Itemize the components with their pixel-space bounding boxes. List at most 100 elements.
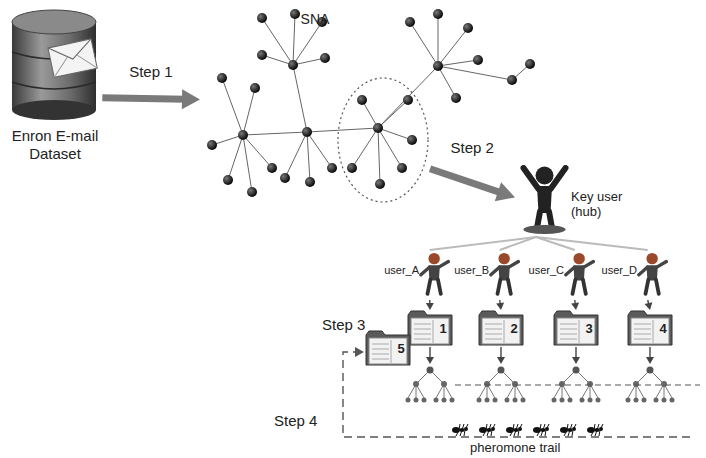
network-node (250, 83, 260, 93)
tree-leaf (662, 398, 667, 403)
tree-leaf (477, 398, 482, 403)
network-link (243, 88, 255, 135)
tree-node (661, 381, 667, 387)
key-user-node: Key user (hub) (515, 165, 615, 237)
ant-leg (572, 430, 573, 436)
network-node (257, 50, 267, 60)
step-label: Step 3 (322, 316, 365, 333)
tree-node (484, 381, 490, 387)
arrowhead (645, 302, 653, 310)
network-node (375, 179, 385, 189)
arrowhead (426, 357, 434, 364)
tree-leaf (521, 398, 526, 403)
network-link (378, 128, 412, 140)
ant-leg (462, 424, 464, 430)
folder-node: 3 (553, 310, 599, 346)
network-node (267, 163, 277, 173)
network-link (243, 132, 307, 135)
tree-leaf (493, 398, 498, 403)
network-node (397, 163, 407, 173)
ant-leg (489, 424, 491, 430)
node-label: user_C (520, 264, 564, 276)
user-node: user_A (375, 250, 450, 300)
tree-link-dashed (455, 384, 700, 385)
node-label: user_B (445, 264, 489, 276)
network-node-group: SNA (200, 5, 430, 215)
user-icon (418, 252, 450, 296)
ant-leg (543, 424, 545, 430)
network-link (285, 132, 307, 178)
folder-node: 2 (478, 310, 524, 346)
connector-line (536, 237, 648, 250)
tree-root (647, 367, 654, 374)
network-hub (433, 61, 443, 71)
node-label: 3 (581, 321, 597, 336)
tree-node (413, 381, 419, 387)
network-node (305, 177, 315, 187)
network-node (347, 163, 357, 173)
network-node (507, 75, 517, 85)
ant-leg (546, 424, 549, 430)
network-link (293, 14, 295, 65)
network-link (438, 66, 456, 98)
arrowhead (182, 89, 200, 109)
tree-root (573, 367, 580, 374)
ant-leg (516, 424, 518, 430)
arrowhead (572, 357, 580, 364)
tree-leaf (568, 398, 573, 403)
node-label: 5 (393, 341, 409, 356)
network-hub (288, 60, 298, 70)
node-label: user_D (593, 264, 637, 276)
ant-leg (540, 424, 541, 430)
network-node (473, 55, 483, 65)
tree-leaf (560, 398, 565, 403)
step-label: Step 1 (129, 63, 172, 80)
tree-root (427, 367, 434, 374)
tree-leaf (406, 398, 411, 403)
tree-leaf (596, 398, 601, 403)
tree-leaf (450, 398, 455, 403)
connector-line (430, 237, 536, 250)
network-node (207, 140, 217, 150)
database-icon (12, 10, 97, 120)
connector (500, 237, 536, 250)
tree-leaf (422, 398, 427, 403)
arrowhead (496, 303, 504, 310)
network-hub (373, 123, 383, 133)
ant-leg (513, 424, 514, 430)
network-hub (238, 130, 248, 140)
folder-node: 4 (627, 310, 673, 346)
user-icon (636, 252, 668, 296)
ant-leg (464, 430, 465, 436)
network-node (407, 135, 417, 145)
connector (430, 237, 536, 250)
connector (571, 300, 579, 310)
ant-leg (487, 430, 489, 436)
connector-line (430, 169, 501, 193)
key-user-icon (519, 165, 570, 234)
ant-leg (568, 430, 570, 436)
network-link (307, 132, 332, 168)
network-link (410, 22, 438, 66)
network-node (525, 59, 535, 69)
connector (645, 300, 653, 310)
arrowhead (571, 303, 579, 310)
tree-leaf (505, 398, 510, 403)
tree-node (441, 381, 447, 387)
ant-leg (456, 430, 459, 436)
ant-leg (545, 430, 546, 436)
user-icon (488, 252, 520, 296)
user-node: user_D (593, 250, 668, 300)
network-link (378, 100, 408, 128)
node-label: SNA (200, 11, 430, 27)
network-node (405, 17, 415, 27)
network-link (378, 66, 438, 128)
arrowhead (497, 357, 505, 364)
network-link (307, 132, 310, 182)
database-node: Enron E-mail Dataset (0, 5, 110, 165)
tree-leaf (634, 398, 639, 403)
tree-leaf (442, 398, 447, 403)
network-link (352, 128, 378, 168)
network-node (451, 93, 461, 103)
